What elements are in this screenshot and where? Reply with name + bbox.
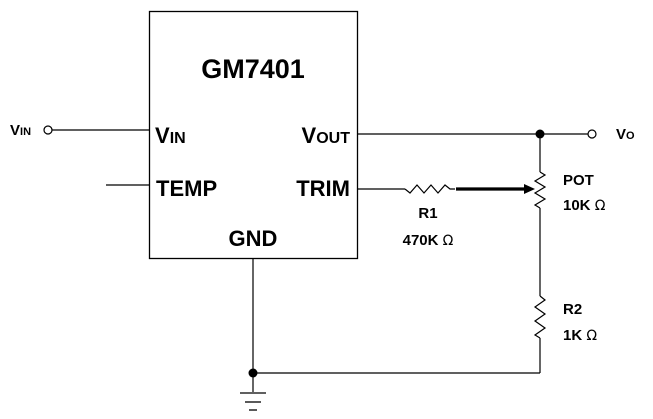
pin-gnd-label: GND [229, 226, 278, 251]
ground-junction-dot-icon [248, 368, 258, 378]
vo-terminal-icon [587, 129, 597, 139]
r1-value: 470K Ω [403, 232, 454, 249]
wiper-arrow-icon [524, 184, 535, 194]
vin-terminal-label: VIN [10, 122, 31, 139]
pin-trim-label: TRIM [296, 176, 350, 201]
ground-symbol-icon [240, 392, 266, 411]
pin-vout-label: VOUT [302, 123, 351, 148]
potentiometer-icon [533, 171, 547, 209]
r2-name: R2 [563, 301, 582, 318]
pot-value: 10K Ω [563, 197, 606, 214]
vo-terminal-label: VO [616, 126, 635, 143]
r1-resistor-icon [404, 184, 455, 194]
pin-vin-label: VIN [155, 123, 186, 148]
r1-name: R1 [418, 205, 437, 222]
chip-name: GM7401 [201, 54, 305, 84]
pot-name: POT [563, 172, 594, 189]
vin-terminal-icon [43, 125, 53, 135]
r2-resistor-icon [533, 295, 547, 339]
pin-temp-label: TEMP [156, 176, 217, 201]
r2-value: 1K Ω [563, 327, 597, 344]
